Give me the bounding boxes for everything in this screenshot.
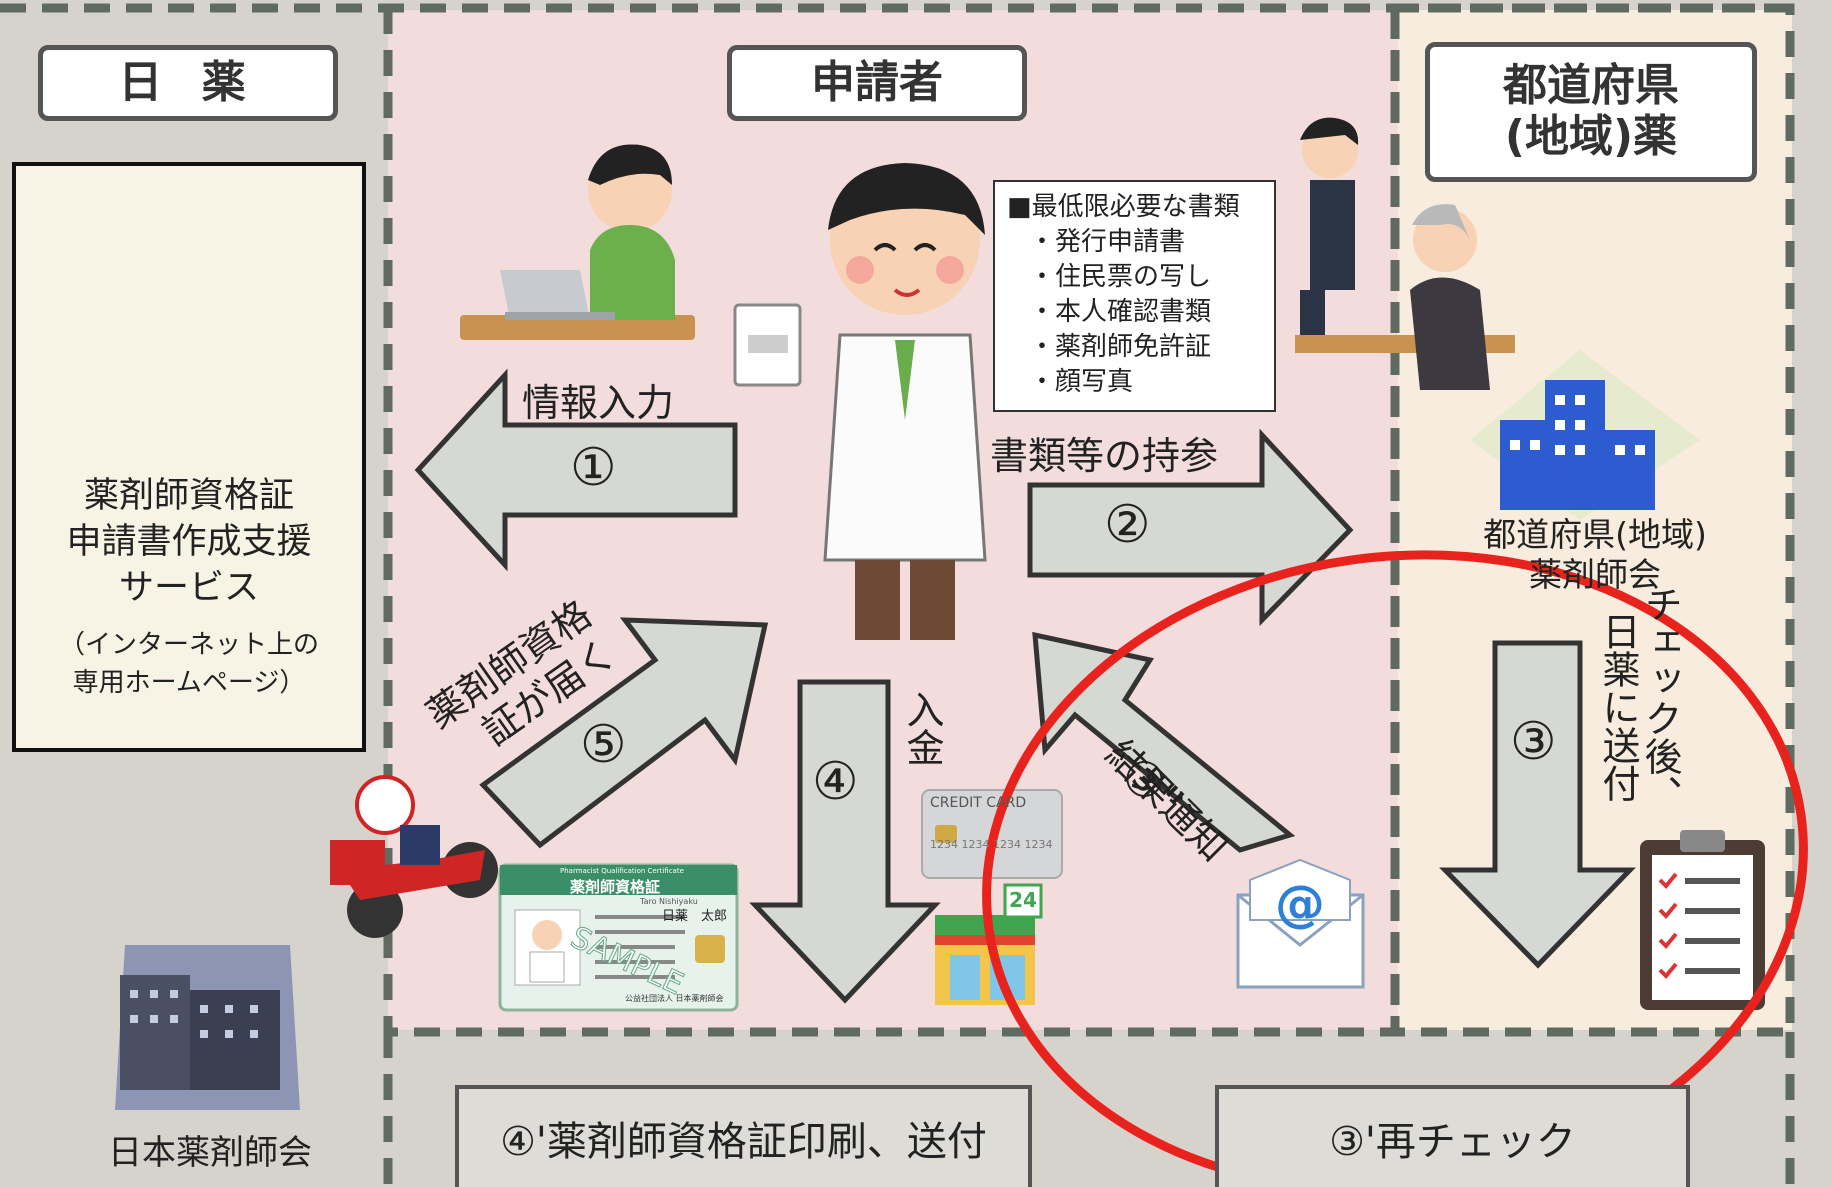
step2-label: 書類等の持参 <box>990 434 1219 478</box>
certificate-title: 薬剤師資格証 <box>570 878 661 896</box>
certificate-subtitle: Pharmacist Qualification Certificate <box>560 867 684 875</box>
prefecture-assoc-line2: 薬剤師会 <box>1529 555 1661 594</box>
print-send-label: ④'薬剤師資格証印刷、送付 <box>500 1119 987 1165</box>
convenience-store-illustration <box>935 883 1043 1005</box>
step4-number: ④ <box>812 752 859 812</box>
documents-title: ■最低限必要な書類 <box>1007 192 1240 222</box>
recheck-button[interactable]: ③'再チェック <box>1215 1085 1690 1187</box>
prefecture-assoc-line1: 都道府県(地域) <box>1483 515 1707 554</box>
step1-arrow <box>414 368 738 572</box>
person-at-laptop-illustration <box>460 144 695 340</box>
documents-item: ・発行申請書 <box>1029 227 1186 257</box>
certificate-issuer: 公益社団法人 日本薬剤師会 <box>625 994 724 1003</box>
documents-item: ・住民票の写し <box>1029 262 1212 292</box>
header-prefecture: 都道府県 (地域)薬 <box>1425 42 1757 182</box>
recheck-label: ③'再チェック <box>1329 1119 1576 1165</box>
pharmacist-illustration <box>733 163 987 640</box>
header-prefecture-line2: (地域)薬 <box>1504 111 1678 162</box>
email-envelope-illustration <box>1236 858 1365 989</box>
service-line1: 薬剤師資格証 <box>83 476 294 516</box>
step4-arrow <box>749 679 941 1004</box>
delivery-scooter-illustration <box>330 775 498 938</box>
prefecture-assoc-label: 都道府県(地域) 薬剤師会 <box>1440 515 1750 595</box>
jpa-headquarters-illustration <box>115 945 300 1110</box>
checklist-clipboard-illustration <box>1640 830 1765 1010</box>
store-sign: 24 <box>1009 888 1037 912</box>
documents-item: ・本人確認書類 <box>1029 297 1212 327</box>
step2-number: ② <box>1104 495 1151 555</box>
outer-dashed-border <box>383 1032 1795 1185</box>
certificate-name: 日薬 太郎 <box>662 909 728 924</box>
documents-item: ・薬剤師免許証 <box>1029 332 1212 362</box>
header-prefecture-line1: 都道府県 <box>1503 60 1679 112</box>
documents-item: ・顔写真 <box>1029 367 1134 397</box>
print-send-button[interactable]: ④'薬剤師資格証印刷、送付 <box>455 1085 1032 1187</box>
step5-arrow <box>479 617 769 849</box>
email-at-symbol: @ <box>1275 875 1325 933</box>
step3-label-col2: 日薬に送付 <box>1596 612 1640 802</box>
prefecture-building-illustration <box>1470 350 1700 520</box>
service-line2: 申請書作成支援 <box>66 522 312 562</box>
service-note2: 専用ホームページ） <box>72 668 306 698</box>
certificate-name-romaji: Taro Nishiyaku <box>640 897 698 906</box>
service-box-text: 薬剤師資格証 申請書作成支援 サービス （インターネット上の 専用ホームページ） <box>12 473 366 701</box>
header-applicant-text: 申請者 <box>811 56 943 108</box>
step3-number: ③ <box>1510 712 1557 772</box>
step4-label: 入金 <box>900 690 944 766</box>
credit-card-label: CREDIT CARD <box>930 795 1027 811</box>
step3-label-col1: チェック後、 <box>1638 585 1682 813</box>
service-note1: （インターネット上の <box>58 630 319 660</box>
step1-label: 情報入力 <box>522 381 675 425</box>
header-applicant: 申請者 <box>727 45 1027 121</box>
service-line3: サービス <box>118 568 259 608</box>
jpa-label: 日本薬剤師会 <box>108 1133 312 1173</box>
step3pp-arrow <box>1032 631 1296 853</box>
credit-card-numbers: 1234 1234 1234 1234 <box>930 838 1053 851</box>
qualification-certificate-illustration <box>498 863 739 1012</box>
step3-arrow <box>1439 640 1636 969</box>
documents-box: ■最低限必要な書類 ・発行申請書 ・住民票の写し ・本人確認書類 ・薬剤師免許証… <box>993 180 1276 412</box>
step1-number: ① <box>570 438 617 498</box>
step5-number: ⑤ <box>580 715 627 775</box>
consultation-illustration <box>1295 117 1515 390</box>
header-nichiyaku: 日 薬 <box>38 45 338 121</box>
header-nichiyaku-text: 日 薬 <box>118 56 258 108</box>
service-box <box>12 162 366 752</box>
